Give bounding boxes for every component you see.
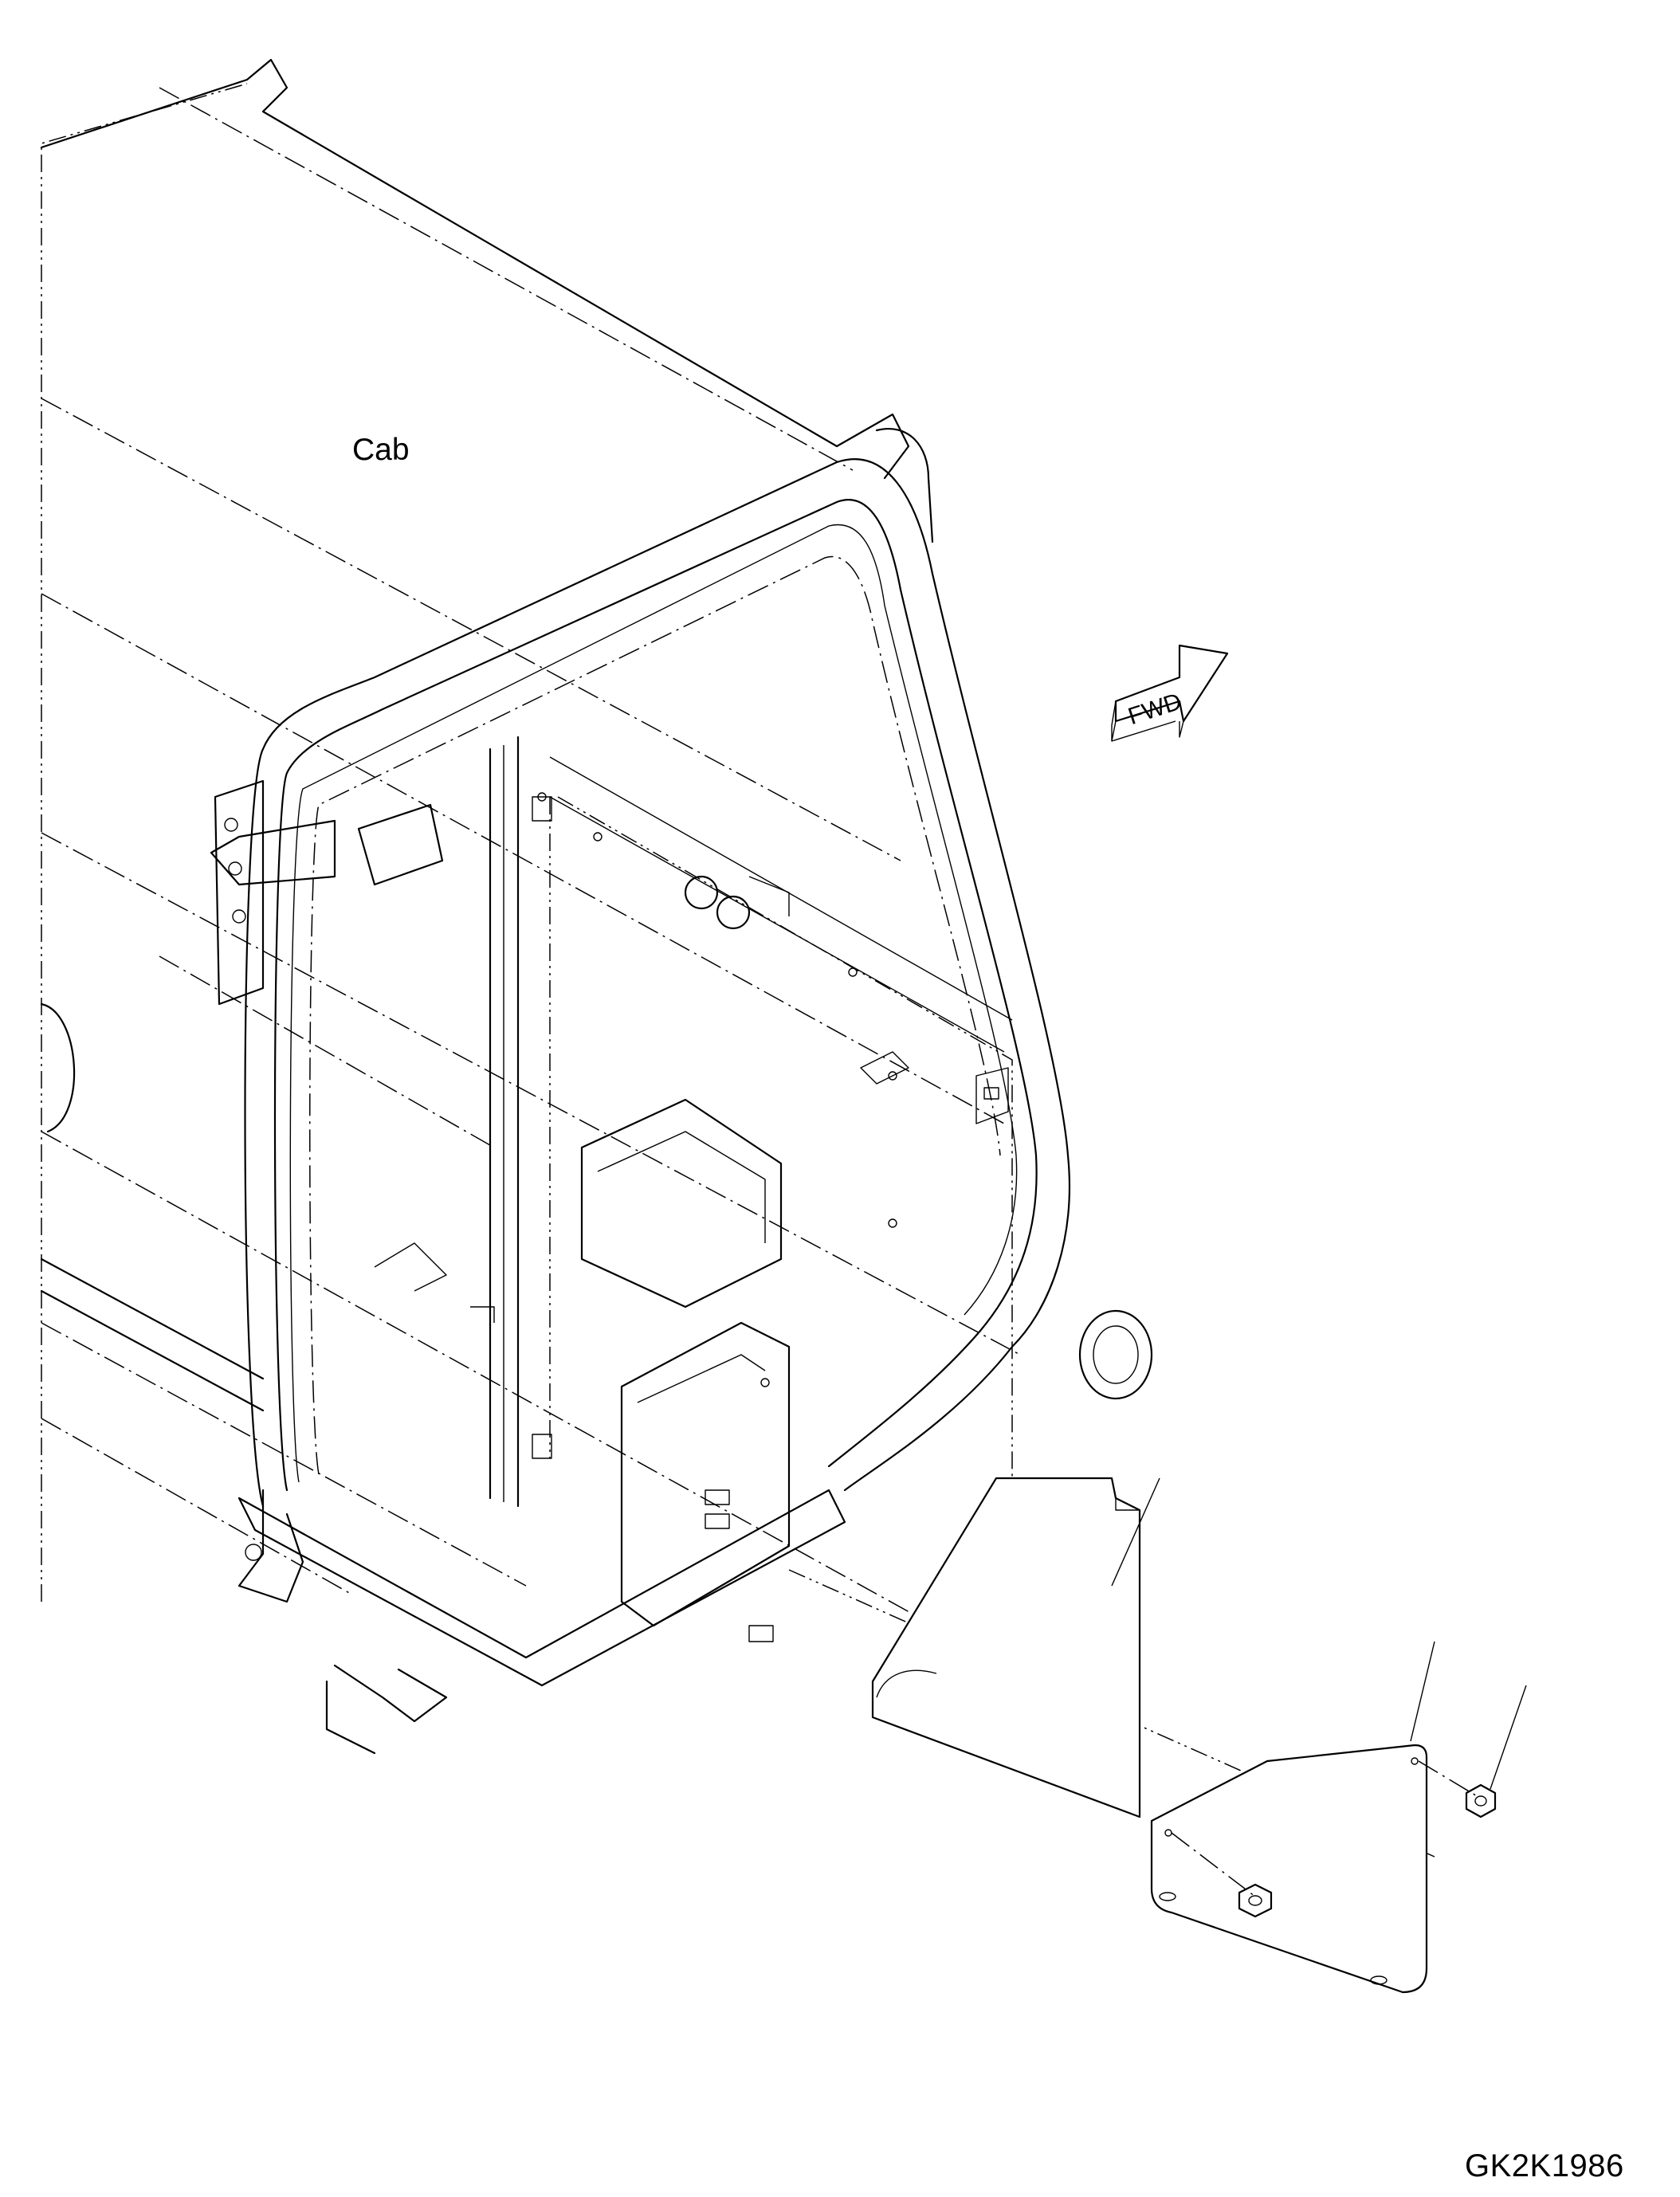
drawing-code: GK2K1986: [1465, 2148, 1624, 2183]
part-leader-lines: [1111, 1477, 1527, 1790]
nut-left: [1238, 1883, 1273, 1918]
cab-phantom-outline: [41, 83, 1435, 1858]
fwd-arrow-icon: FWD: [1111, 644, 1229, 742]
fender-plate: [871, 1477, 1141, 1818]
cab-label: Cab: [352, 433, 410, 467]
cab-interior-components: [374, 756, 1013, 1642]
nut-right: [1465, 1783, 1497, 1818]
cab-frame: [40, 58, 1153, 1755]
cover-plate: [1150, 1744, 1428, 1994]
